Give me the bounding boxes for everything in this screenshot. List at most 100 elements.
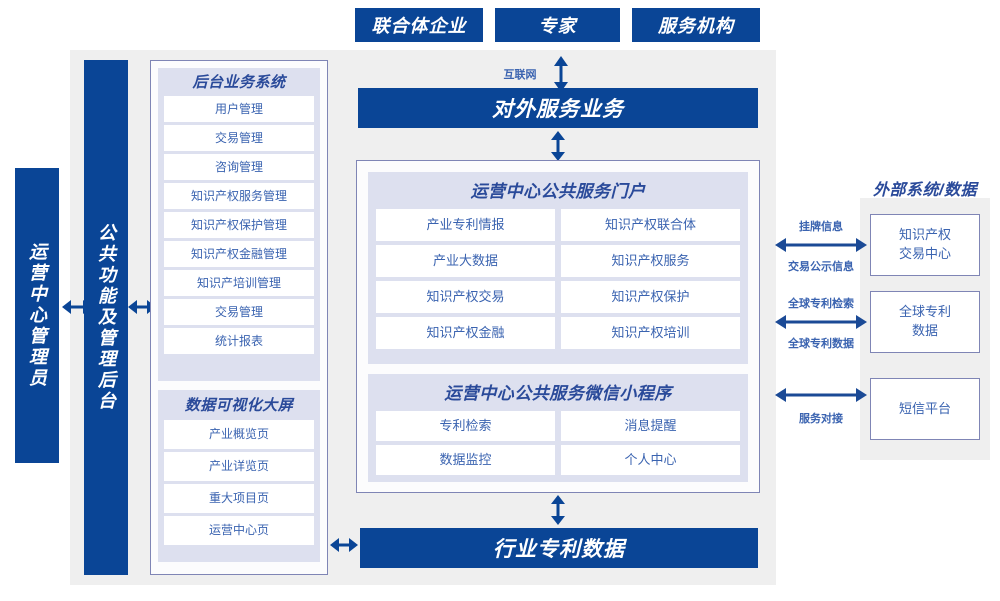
vertical-double-arrow-icon xyxy=(551,495,565,525)
grid-item-label: 知识产权金融 xyxy=(426,324,505,340)
list-item[interactable]: 知识产权保护管理 xyxy=(164,212,314,238)
top-actor-label: 服务机构 xyxy=(658,16,734,36)
list-item-label: 产业详览页 xyxy=(208,459,269,473)
list-item-label: 咨询管理 xyxy=(214,159,263,174)
list-item-label: 统计报表 xyxy=(214,333,263,348)
external-system-box-ip-trading-center[interactable]: 知识产权 交易中心 xyxy=(870,214,980,276)
public-service-portal-title: 运营中心公共服务门户 xyxy=(470,182,646,201)
grid-item-label: 知识产权交易 xyxy=(426,288,505,304)
list-item[interactable]: 重大项目页 xyxy=(164,484,314,513)
grid-item[interactable]: 专利检索 xyxy=(376,411,555,441)
list-item-label: 知识产培训管理 xyxy=(196,275,281,290)
external-connection-1: 挂牌信息 交易公示信息 xyxy=(775,218,867,276)
list-item[interactable]: 交易管理 xyxy=(164,299,314,325)
backend-system-panel: 后台业务系统 用户管理 交易管理 咨询管理 知识产权服务管理 知识产权保护管理 … xyxy=(158,68,320,381)
horizontal-double-arrow-icon xyxy=(330,538,358,552)
list-item[interactable]: 知识产权金融管理 xyxy=(164,241,314,267)
top-actor-专家[interactable]: 专家 xyxy=(495,8,620,42)
grid-item-label: 产业大数据 xyxy=(432,252,498,268)
list-item[interactable]: 运营中心页 xyxy=(164,516,314,545)
internet-label: 互联网 xyxy=(503,69,537,81)
list-item[interactable]: 知识产培训管理 xyxy=(164,270,314,296)
external-system-box-global-patent-data[interactable]: 全球专利 数据 xyxy=(870,291,980,353)
list-item-label: 交易管理 xyxy=(214,130,263,145)
public-service-portal-grid: 产业专利情报 知识产权联合体 产业大数据 知识产权服务 知识产权交易 知识产权保… xyxy=(376,209,740,349)
external-service-label: 对外服务业务 xyxy=(492,98,624,121)
sidebar-item-public-function-admin-backend[interactable]: 公共功能及管理后台 xyxy=(84,60,128,575)
grid-item[interactable]: 知识产权保护 xyxy=(561,281,740,313)
public-service-portal-panel: 运营中心公共服务门户 产业专利情报 知识产权联合体 产业大数据 知识产权服务 知… xyxy=(368,172,748,364)
connection-label-below: 交易公示信息 xyxy=(788,261,854,273)
grid-item-label: 知识产权保护 xyxy=(611,288,690,304)
top-actor-服务机构[interactable]: 服务机构 xyxy=(632,8,760,42)
grid-item[interactable]: 知识产权服务 xyxy=(561,245,740,277)
list-item-label: 交易管理 xyxy=(214,304,263,319)
wechat-miniprogram-title: 运营中心公共服务微信小程序 xyxy=(444,384,672,403)
external-system-label-line2: 数据 xyxy=(911,323,938,338)
horizontal-double-arrow-icon xyxy=(775,315,867,329)
vertical-double-arrow-icon xyxy=(554,56,568,92)
backend-system-title: 后台业务系统 xyxy=(192,74,286,91)
grid-item-label: 专利检索 xyxy=(439,417,492,433)
grid-item[interactable]: 知识产权联合体 xyxy=(561,209,740,241)
grid-item[interactable]: 知识产权交易 xyxy=(376,281,555,313)
grid-item[interactable]: 产业大数据 xyxy=(376,245,555,277)
industry-patent-data-bar[interactable]: 行业专利数据 xyxy=(360,528,758,568)
internet-link: 互联网 xyxy=(490,56,600,92)
horizontal-double-arrow-icon xyxy=(775,238,867,252)
wechat-miniprogram-panel: 运营中心公共服务微信小程序 专利检索 消息提醒 数据监控 个人中心 xyxy=(368,374,748,482)
external-service-bar[interactable]: 对外服务业务 xyxy=(358,88,758,128)
data-visualization-list: 产业概览页 产业详览页 重大项目页 运营中心页 xyxy=(164,420,314,545)
data-visualization-title: 数据可视化大屏 xyxy=(184,397,294,414)
list-item-label: 重大项目页 xyxy=(208,491,269,505)
connection-label-below: 全球专利数据 xyxy=(788,338,854,350)
list-item-label: 知识产权保护管理 xyxy=(190,217,287,232)
grid-item[interactable]: 知识产权金融 xyxy=(376,317,555,349)
horizontal-double-arrow-icon xyxy=(775,388,867,402)
list-item[interactable]: 统计报表 xyxy=(164,328,314,354)
external-system-label-line1: 短信平台 xyxy=(898,400,951,416)
grid-item-label: 知识产权培训 xyxy=(611,324,690,340)
grid-item[interactable]: 数据监控 xyxy=(376,445,555,475)
list-item[interactable]: 产业详览页 xyxy=(164,452,314,481)
grid-item-label: 知识产权服务 xyxy=(611,252,690,268)
external-connection-2: 全球专利检索 全球专利数据 xyxy=(775,295,867,353)
connection-label-above: 挂牌信息 xyxy=(799,221,843,233)
external-system-box-sms-platform[interactable]: 短信平台 xyxy=(870,378,980,440)
list-item[interactable]: 知识产权服务管理 xyxy=(164,183,314,209)
list-item[interactable]: 交易管理 xyxy=(164,125,314,151)
sidebar-item-operation-center-admin[interactable]: 运营中心管理员 xyxy=(15,168,59,463)
external-system-label-line2: 交易中心 xyxy=(898,246,951,261)
connection-label-above: 全球专利检索 xyxy=(788,298,854,310)
list-item-label: 运营中心页 xyxy=(208,523,269,537)
grid-item[interactable]: 产业专利情报 xyxy=(376,209,555,241)
list-item[interactable]: 咨询管理 xyxy=(164,154,314,180)
external-system-label-line1: 知识产权 xyxy=(898,227,951,243)
grid-item[interactable]: 知识产权培训 xyxy=(561,317,740,349)
industry-patent-data-label: 行业专利数据 xyxy=(493,538,625,561)
external-systems-title: 外部系统/数据 xyxy=(873,182,977,199)
list-item-label: 知识产权服务管理 xyxy=(190,188,287,203)
grid-item[interactable]: 个人中心 xyxy=(561,445,740,475)
external-connection-3: 服务对接 xyxy=(775,384,867,432)
list-item[interactable]: 产业概览页 xyxy=(164,420,314,449)
vertical-double-arrow-icon xyxy=(551,131,565,161)
connection-label-below: 服务对接 xyxy=(799,413,843,425)
top-actor-联合体企业[interactable]: 联合体企业 xyxy=(355,8,483,42)
grid-item-label: 知识产权联合体 xyxy=(604,216,696,232)
backend-system-list: 用户管理 交易管理 咨询管理 知识产权服务管理 知识产权保护管理 知识产权金融管… xyxy=(164,96,314,354)
list-item-label: 用户管理 xyxy=(214,101,263,116)
grid-item[interactable]: 消息提醒 xyxy=(561,411,740,441)
role-label: 公共功能及管理后台 xyxy=(96,223,116,412)
grid-item-label: 消息提醒 xyxy=(624,417,677,433)
role-label: 运营中心管理员 xyxy=(27,242,47,389)
list-item[interactable]: 用户管理 xyxy=(164,96,314,122)
grid-item-label: 数据监控 xyxy=(439,451,492,467)
list-item-label: 知识产权金融管理 xyxy=(190,246,287,261)
top-actor-label: 联合体企业 xyxy=(371,16,467,36)
grid-item-label: 产业专利情报 xyxy=(426,216,505,232)
data-visualization-panel: 数据可视化大屏 产业概览页 产业详览页 重大项目页 运营中心页 xyxy=(158,390,320,562)
top-actor-label: 专家 xyxy=(538,16,577,36)
external-system-label-line1: 全球专利 xyxy=(898,304,951,320)
